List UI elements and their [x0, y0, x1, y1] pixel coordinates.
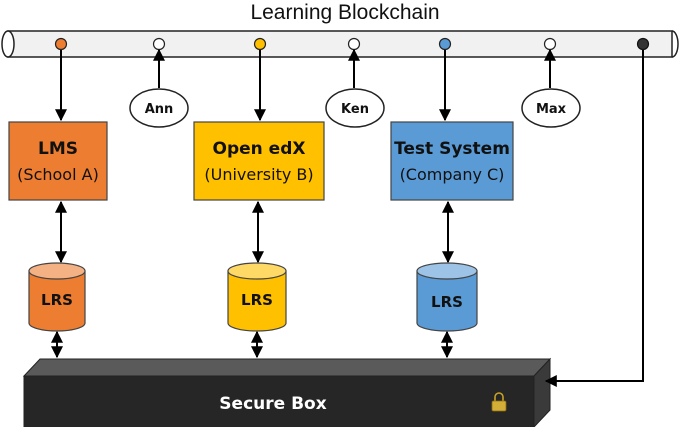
system-lms: LMS (School A) [8, 121, 108, 201]
system-subtitle-test-system: (Company C) [400, 165, 505, 184]
system-subtitle-lms: (School A) [17, 165, 99, 184]
diagram-title: Learning Blockchain [250, 1, 439, 24]
system-title-test-system: Test System [394, 139, 510, 159]
chain-node-openedx [253, 37, 267, 51]
system-subtitle-openedx: (University B) [204, 165, 313, 184]
system-test-system: Test System (Company C) [390, 121, 514, 201]
peer-label-max: Max [536, 102, 567, 117]
lrs-lms: LRS [28, 262, 86, 332]
lrs-label-openedx: LRS [241, 291, 273, 309]
lrs-label-lms: LRS [41, 291, 73, 309]
lrs-test-system: LRS [416, 262, 478, 332]
peer-ken: Ken [325, 88, 385, 128]
peer-label-ken: Ken [341, 102, 369, 117]
system-title-lms: LMS [38, 139, 78, 159]
chain-node-max [543, 37, 557, 51]
secure-box: Secure Box [22, 357, 552, 427]
blockchain-pipe [1, 30, 679, 58]
lrs-label-test-system: LRS [431, 293, 463, 311]
peer-label-ann: Ann [145, 102, 174, 117]
peer-ann: Ann [129, 88, 189, 128]
chain-node-ken [347, 37, 361, 51]
chain-to-secure-box-arrow [544, 50, 644, 387]
lrs-openedx: LRS [227, 262, 287, 332]
system-openedx: Open edX (University B) [193, 121, 325, 201]
peer-max: Max [521, 88, 581, 128]
chain-node-lms [54, 37, 68, 51]
secure-box-label: Secure Box [219, 394, 326, 414]
chain-node-test-system [438, 37, 452, 51]
chain-node-ann [152, 37, 166, 51]
system-title-openedx: Open edX [213, 139, 306, 159]
chain-node-secure-box [636, 37, 650, 51]
lock-icon [491, 392, 507, 412]
